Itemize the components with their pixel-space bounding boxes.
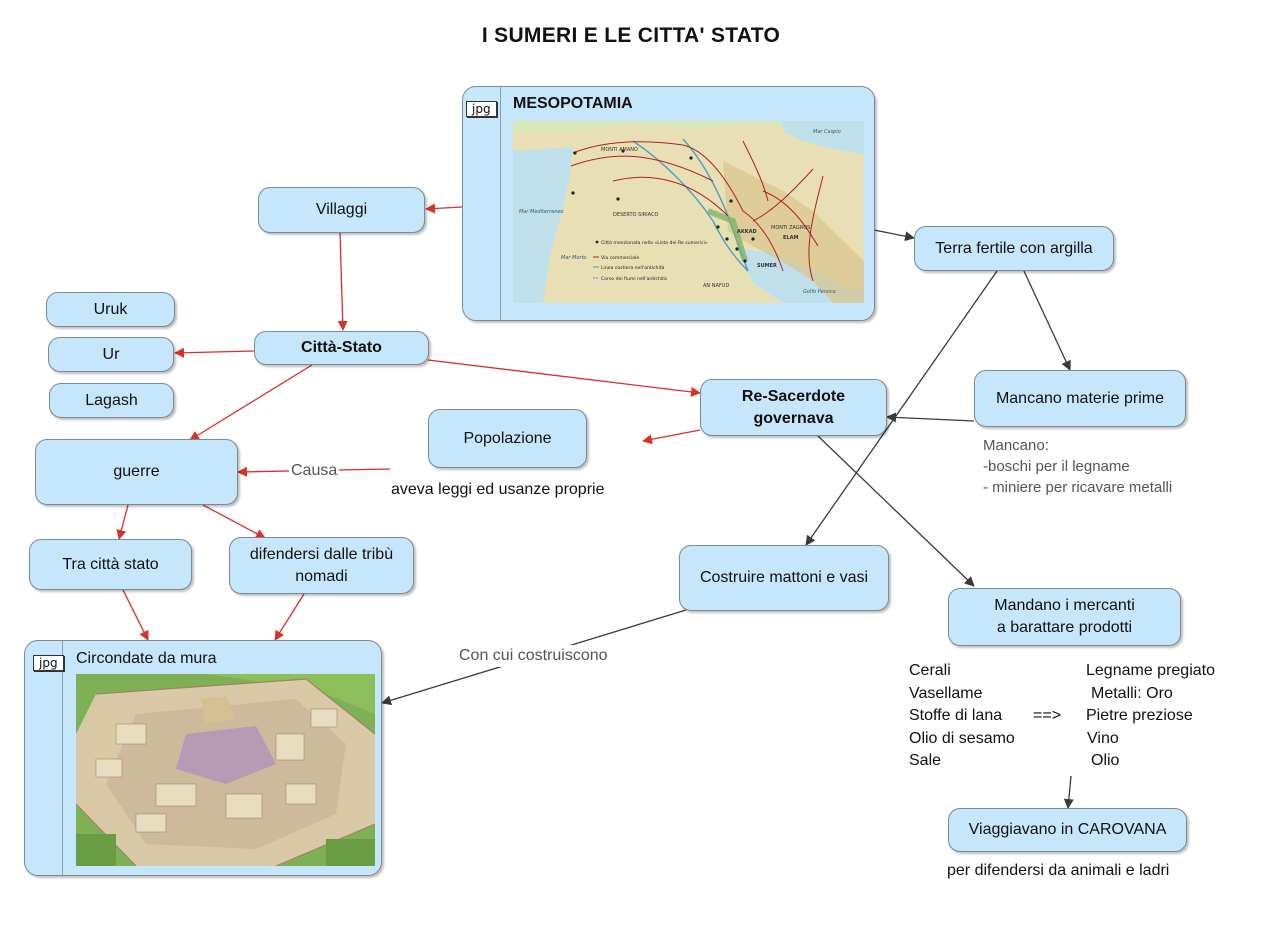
- link-label-causa: Causa: [289, 460, 340, 482]
- text-leggi: aveva leggi ed usanze proprie: [391, 481, 605, 498]
- barter-arrow: ==>: [1033, 707, 1062, 724]
- node-mancano-materie[interactable]: Mancano materie prime: [974, 370, 1186, 427]
- map-label: ELAM: [783, 235, 798, 241]
- page-title: I SUMERI E LE CITTA' STATO: [481, 24, 781, 47]
- map-label: MONTI AMANO: [601, 147, 638, 153]
- link-re-popolazione: [642, 429, 701, 445]
- node-re-sacerdote[interactable]: Re-Sacerdote governava: [700, 379, 887, 436]
- map-label: DESERTO SIRIACO: [613, 212, 658, 218]
- barter-item: Metalli: Oro: [1091, 684, 1173, 702]
- barter-item: Cerali: [909, 662, 951, 679]
- svg-text:Corso dei fiumi nell'antichità: Corso dei fiumi nell'antichità: [601, 275, 667, 282]
- link-barter-carovana: [1063, 775, 1074, 809]
- text-mancano-1: -boschi per il legname: [983, 458, 1130, 475]
- svg-text:Città menzionata nella «Lista: Città menzionata nella «Lista dei Re sum…: [601, 239, 708, 246]
- map-label: Golfo Persico: [803, 289, 836, 295]
- map-label: SUMER: [757, 263, 777, 269]
- barter-item: Vino: [1087, 729, 1119, 747]
- map-label: AKKAD: [737, 229, 757, 235]
- barter-item: Sale: [909, 752, 942, 769]
- text-mancano-2: - miniere per ricavare metalli: [983, 479, 1173, 496]
- node-terra-fertile[interactable]: Terra fertile con argilla: [914, 226, 1114, 271]
- link-citta-re: [427, 359, 701, 397]
- map-legend: Città menzionata nella «Lista dei Re sum…: [593, 239, 708, 282]
- node-ur[interactable]: Ur: [48, 337, 174, 372]
- link-guerre-tra: [116, 504, 129, 540]
- node-difendersi-tribu[interactable]: difendersi dalle tribù nomadi: [229, 537, 414, 594]
- link-guerre-difendersi: [202, 504, 266, 539]
- link-mesopotamia-villaggi: [425, 203, 463, 214]
- barter-item: Olio di sesamo: [909, 729, 1015, 747]
- link-mesopotamia-terra: [873, 229, 915, 242]
- svg-text:Linea costiera nell'antichità: Linea costiera nell'antichità: [601, 264, 665, 271]
- node-tra-citta-stato[interactable]: Tra città stato: [29, 539, 192, 590]
- node-guerre[interactable]: guerre: [35, 439, 238, 505]
- node-villaggi[interactable]: Villaggi: [258, 187, 425, 233]
- svg-text:Via commerciale: Via commerciale: [601, 255, 639, 261]
- barter-left-list: Cerali Vasellame Stoffe di lana Olio di …: [909, 660, 1015, 773]
- node-carovana[interactable]: Viaggiavano in CAROVANA: [948, 808, 1187, 852]
- barter-item: Olio: [1091, 752, 1120, 769]
- jpg-badge[interactable]: jpg: [33, 655, 64, 671]
- node-lagash[interactable]: Lagash: [49, 383, 174, 418]
- mesopotamia-image-node[interactable]: jpg MESOPOTAMIA Mar Caspio: [462, 86, 875, 321]
- barter-item: Stoffe di lana: [909, 707, 1003, 724]
- link-mancano-re: [886, 412, 975, 423]
- node-popolazione[interactable]: Popolazione: [428, 409, 587, 468]
- text-mancano-title: Mancano:: [983, 437, 1049, 454]
- jpg-badge[interactable]: jpg: [466, 101, 497, 117]
- map-label: Mar Caspio: [813, 129, 841, 135]
- image-title: Circondate da mura: [76, 650, 217, 667]
- link-villaggi-citta: [337, 232, 348, 331]
- map-image: Mar Caspio Mar Mediterraneo DESERTO SIRI…: [513, 121, 864, 303]
- node-mandano-mercanti[interactable]: Mandano i mercanti a barattare prodotti: [948, 588, 1181, 646]
- node-uruk[interactable]: Uruk: [46, 292, 175, 327]
- barter-item: Pietre preziose: [1086, 707, 1193, 724]
- link-difendersi-mura: [274, 593, 305, 641]
- barter-right-list: Legname pregiato Metalli: Oro Pietre pre…: [1086, 660, 1215, 773]
- map-label: MONTI ZAGROS: [771, 225, 810, 231]
- barter-item: Legname pregiato: [1086, 662, 1215, 679]
- link-tra-mura: [122, 589, 149, 641]
- map-label: Mar Mediterraneo: [519, 209, 564, 215]
- link-label-con-cui: Con cui costruiscono: [457, 645, 610, 667]
- city-walls-image: [76, 674, 375, 866]
- node-citta-stato[interactable]: Città-Stato: [254, 331, 429, 365]
- link-terra-costruire: [805, 270, 998, 546]
- link-re-mandano: [817, 435, 975, 587]
- barter-item: Vasellame: [909, 684, 983, 702]
- text-difendersi-animali: per difendersi da animali e ladri: [947, 862, 1170, 879]
- node-costruire[interactable]: Costruire mattoni e vasi: [679, 545, 889, 611]
- map-label: Mar Morto: [561, 255, 586, 261]
- image-title: MESOPOTAMIA: [513, 95, 633, 112]
- mura-image-node[interactable]: jpg Circondate da mura: [24, 640, 382, 876]
- link-citta-ur: [174, 347, 255, 358]
- link-terra-mancano: [1023, 270, 1071, 371]
- link-citta-guerre: [189, 364, 313, 441]
- map-label: AN NAFUD: [703, 283, 729, 289]
